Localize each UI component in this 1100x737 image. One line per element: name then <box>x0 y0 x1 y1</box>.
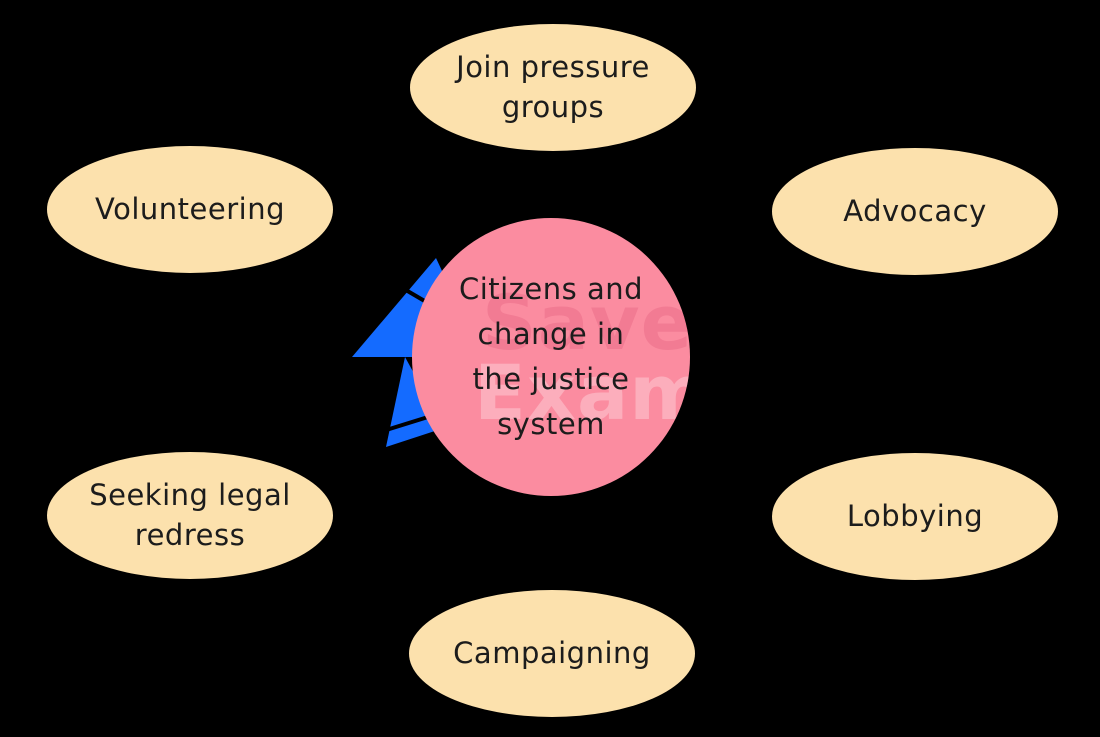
node-join-pressure-groups: Join pressure groups <box>410 24 696 151</box>
center-node: SaveM Exams Citizens and change in the j… <box>412 218 690 496</box>
node-label: Seeking legal redress <box>89 478 291 552</box>
arrow-fold-line-lower <box>382 415 429 433</box>
node-seeking-legal-redress: Seeking legal redress <box>47 452 333 579</box>
node-volunteering: Volunteering <box>47 146 333 273</box>
center-node-label: Citizens and change in the justice syste… <box>458 272 644 441</box>
node-label: Lobbying <box>846 498 984 533</box>
node-campaigning: Campaigning <box>409 590 695 717</box>
node-label: Join pressure groups <box>456 50 650 124</box>
node-advocacy: Advocacy <box>772 148 1058 275</box>
node-label: Advocacy <box>843 193 987 228</box>
node-label: Campaigning <box>453 635 651 670</box>
node-lobbying: Lobbying <box>772 453 1058 580</box>
node-label: Volunteering <box>95 191 285 226</box>
